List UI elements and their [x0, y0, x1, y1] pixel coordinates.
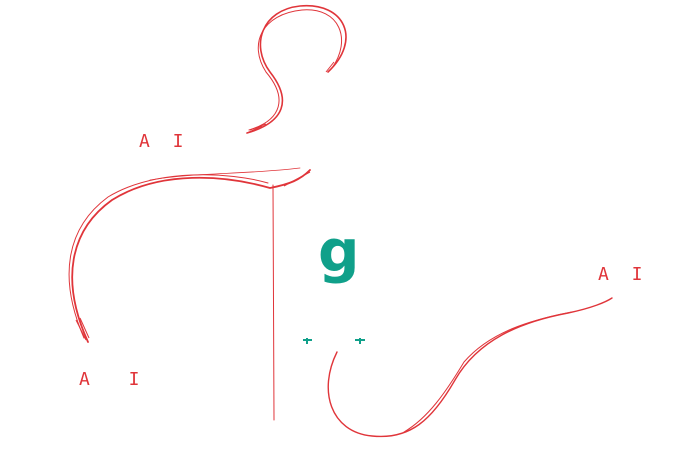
bottom-right-curve: [327, 297, 613, 438]
bottom-right-curve-echo: [403, 311, 573, 433]
left-arc-curve-echo: [68, 174, 269, 339]
left-arc-curve-echo-2: [149, 167, 301, 181]
logo-glyph-g: g: [318, 217, 360, 285]
label-top-left: A I: [139, 131, 190, 152]
top-loop-curve: [246, 5, 347, 134]
vertical-line: [272, 184, 275, 421]
label-right: A I: [598, 264, 649, 285]
top-loop-curve-echo: [248, 9, 342, 131]
left-arc-curve: [71, 169, 311, 343]
label-bottom-left: A I: [79, 369, 154, 390]
